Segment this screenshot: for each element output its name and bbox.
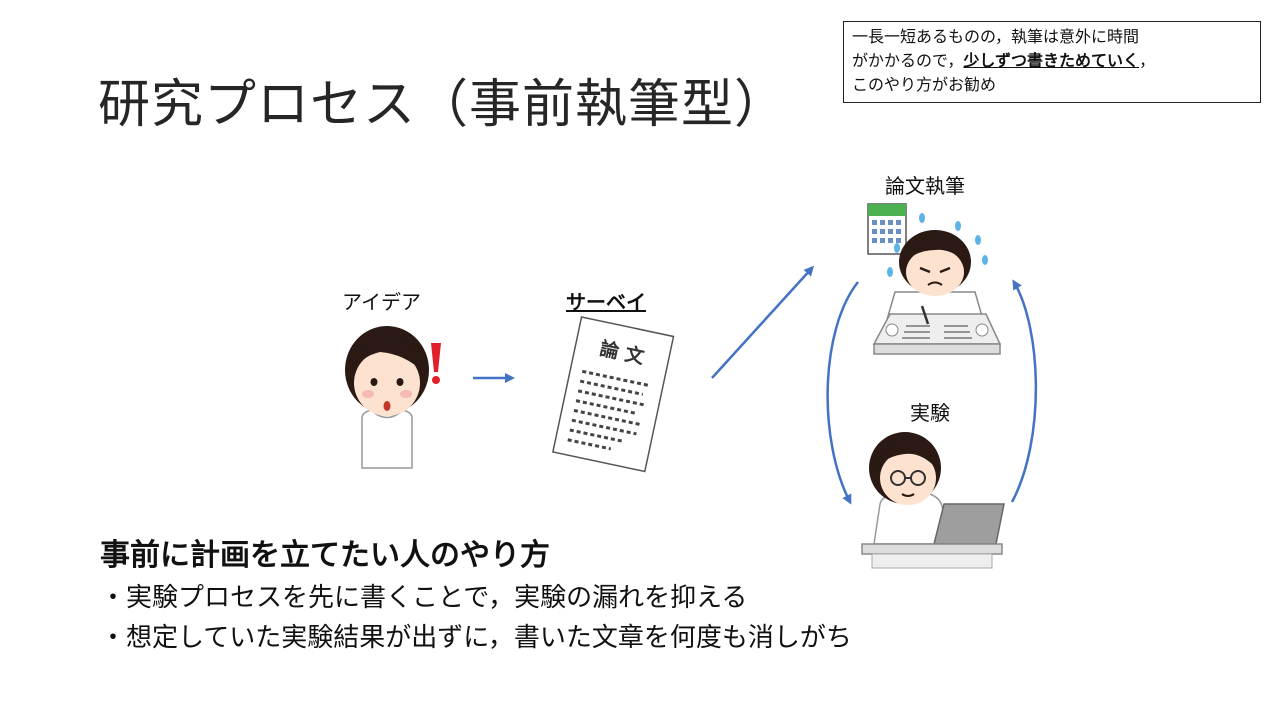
experiment-person-illustration	[861, 432, 1005, 569]
note-line-3: このやり方がお勧め	[852, 75, 997, 94]
note-line-2: がかかるので，少しずつ書きためていく，	[852, 49, 1252, 73]
arrow-experiment-to-writing	[1010, 279, 1038, 503]
paper-illustration: 論 文	[551, 316, 675, 473]
node-label-experiment: 実験	[910, 401, 950, 425]
node-label-writing: 論文執筆	[885, 174, 965, 198]
arrow-survey-to-writing	[711, 265, 815, 379]
slide-title: 研究プロセス（事前執筆型）	[98, 75, 788, 135]
note-box: 一長一短あるものの，執筆は意外に時間 がかかるので，少しずつ書きためていく， こ…	[843, 21, 1261, 103]
bullet-item-1: ・実験プロセスを先に書くことで，実験の漏れを抑える	[100, 583, 748, 613]
writing-person-illustration	[867, 203, 1002, 355]
note-emphasis: 少しずつ書きためていく	[963, 51, 1140, 70]
note-line-1: 一長一短あるものの，執筆は意外に時間	[852, 27, 1140, 46]
node-label-survey: サーベイ	[566, 290, 646, 314]
section-heading: 事前に計画を立てたい人のやり方	[100, 538, 550, 573]
bullet-item-2: ・想定していた実験結果が出ずに，書いた文章を何度も消しがち	[100, 623, 852, 653]
note-line-2-suffix: ，	[1139, 51, 1156, 70]
idea-person-illustration	[345, 326, 441, 469]
note-line-2-prefix: がかかるので，	[852, 51, 964, 70]
node-label-idea: アイデア	[342, 290, 421, 314]
arrow-writing-to-experiment	[826, 281, 859, 505]
